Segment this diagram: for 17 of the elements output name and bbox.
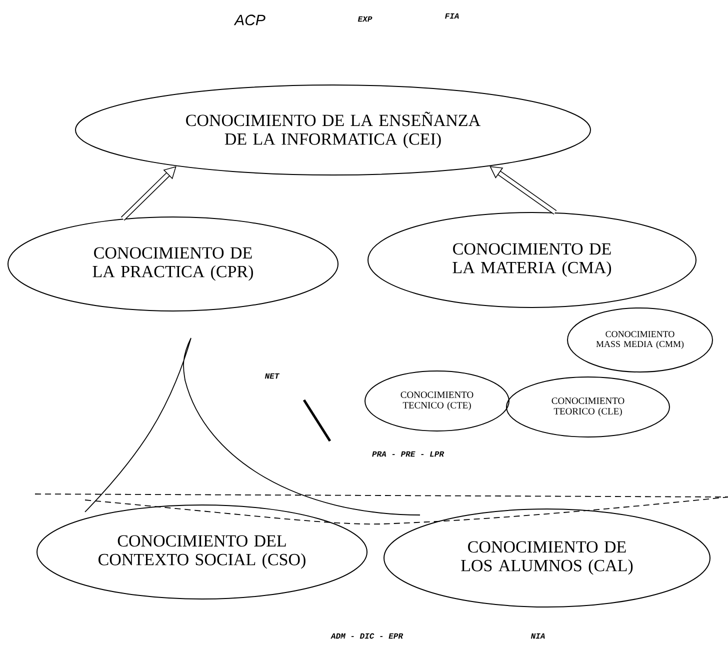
hollow-arrow [490,166,557,215]
code-label: ACP [234,14,266,26]
code-label: FIA [445,13,459,19]
code-label: NIA [530,633,545,639]
ellipse-node: CONOCIMIENTO DE LA ENSEÑANZA DE LA INFORMATICA (CEI) [75,84,591,176]
ellipse-node: CONOCIMIENTO TECNICO (CTE) [364,370,510,432]
hollow-arrow [120,166,176,221]
ellipse-node: CONOCIMIENTO TEORICO (CLE) [506,376,670,438]
ellipse-node: CONOCIMIENTO DE LOS ALUMNOS (CAL) [384,508,710,608]
ellipse-node: CONOCIMIENTO MASS MEDIA (CMM) [567,308,713,372]
ellipse-node: CONOCIMIENTO DE LA MATERIA (CMA) [368,212,696,308]
code-label: NET [264,373,280,379]
code-label: EXP [358,16,372,22]
ellipse-node: CONOCIMIENTO DE LA PRACTICA (CPR) [8,216,338,312]
ellipse-node: CONOCIMIENTO DEL CONTEXTO SOCIAL (CSO) [36,504,368,600]
code-label: ADM - DIC - EPR [330,633,404,639]
code-label: PRA - PRE - LPR [372,451,444,457]
